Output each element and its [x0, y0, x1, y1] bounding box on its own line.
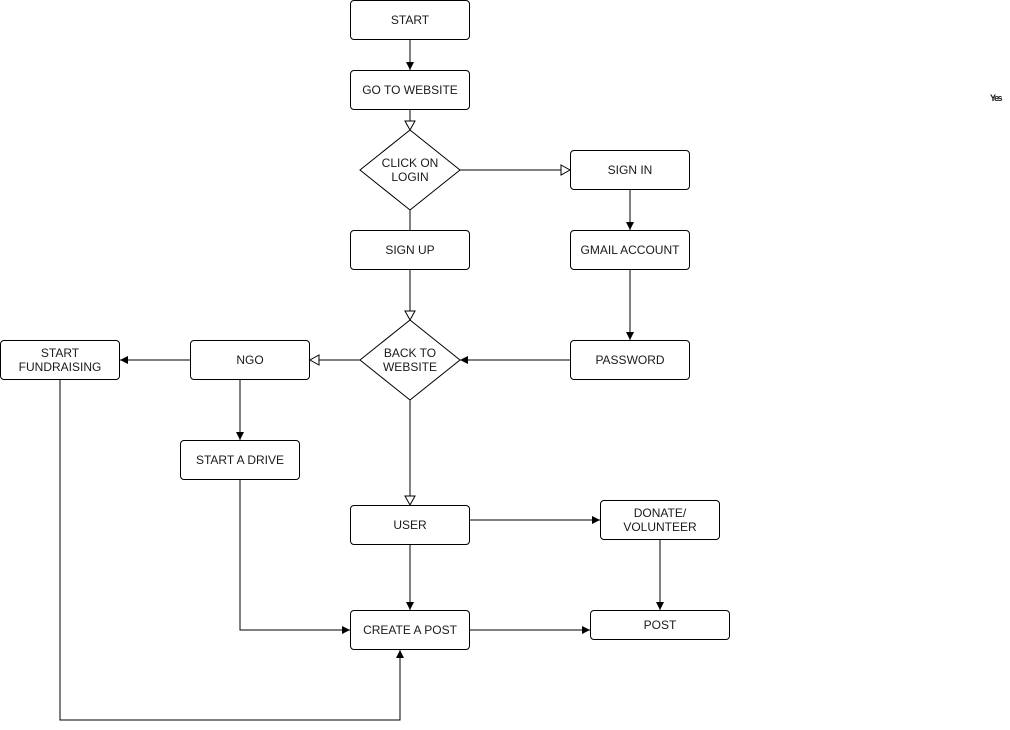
node-password: PASSWORD: [570, 340, 690, 380]
node-donate-volunteer: DONATE/ VOLUNTEER: [600, 500, 720, 540]
stray-yes-label: Yes: [990, 93, 1003, 103]
node-post: POST: [590, 610, 730, 640]
node-go-to-website: GO TO WEBSITE: [350, 70, 470, 110]
node-start-a-drive: START A DRIVE: [180, 440, 300, 480]
decision-click-on-login: [359, 129, 461, 211]
node-start-fundraising: START FUNDRAISING: [0, 340, 120, 380]
node-sign-in: SIGN IN: [570, 150, 690, 190]
node-sign-up: SIGN UP: [350, 230, 470, 270]
edge-fund-to-create: [59, 380, 404, 721]
label-click-on-login: CLICK ON LOGIN: [381, 156, 439, 184]
node-create-a-post: CREATE A POST: [350, 610, 470, 650]
node-gmail-account: GMAIL ACCOUNT: [570, 230, 690, 270]
node-ngo: NGO: [190, 340, 310, 380]
node-user: USER: [350, 505, 470, 545]
node-start: START: [350, 0, 470, 40]
edge-drive-to-create: [239, 480, 350, 634]
label-back-to-website: BACK TO WEBSITE: [382, 346, 437, 374]
decision-back-to-website: [359, 319, 461, 401]
